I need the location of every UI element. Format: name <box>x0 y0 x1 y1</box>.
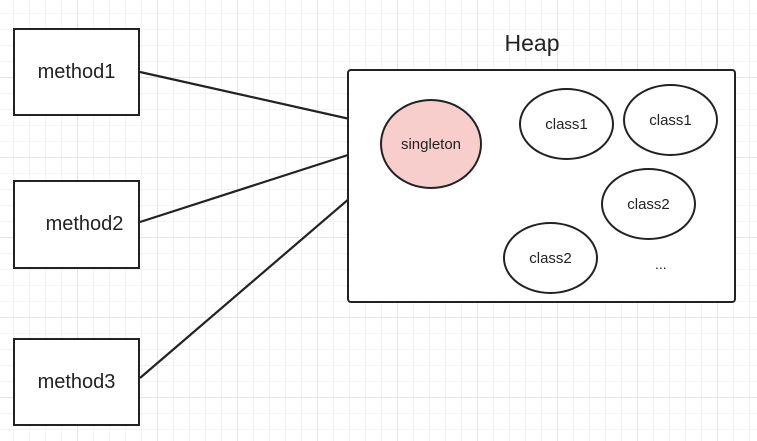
heap-title: Heap <box>504 30 560 56</box>
class1-label-a: class1 <box>545 115 588 133</box>
arrow-method2-to-singleton[interactable] <box>139 143 380 224</box>
method3-box[interactable]: method3 <box>13 338 140 426</box>
class2-object-b[interactable]: class2 <box>503 222 598 294</box>
class2-label-a: class2 <box>627 195 670 213</box>
singleton-label: singleton <box>400 135 462 153</box>
method2-box[interactable]: method2 <box>13 180 140 269</box>
class1-object-b[interactable]: class1 <box>623 84 718 156</box>
class1-object-a[interactable]: class1 <box>519 88 614 160</box>
class2-label-b: class2 <box>529 249 572 267</box>
method1-box[interactable]: method1 <box>13 28 140 116</box>
method1-label: method1 <box>37 60 116 83</box>
singleton-object[interactable]: singleton <box>380 99 482 189</box>
more-objects-ellipsis: ... <box>655 256 667 272</box>
arrow-method1-to-singleton[interactable] <box>139 70 382 129</box>
class2-object-a[interactable]: class2 <box>601 168 696 240</box>
method2-label: method2 <box>45 213 124 235</box>
method3-label: method3 <box>37 370 116 393</box>
class1-label-b: class1 <box>649 111 692 129</box>
arrow-method3-to-singleton[interactable] <box>139 167 386 379</box>
